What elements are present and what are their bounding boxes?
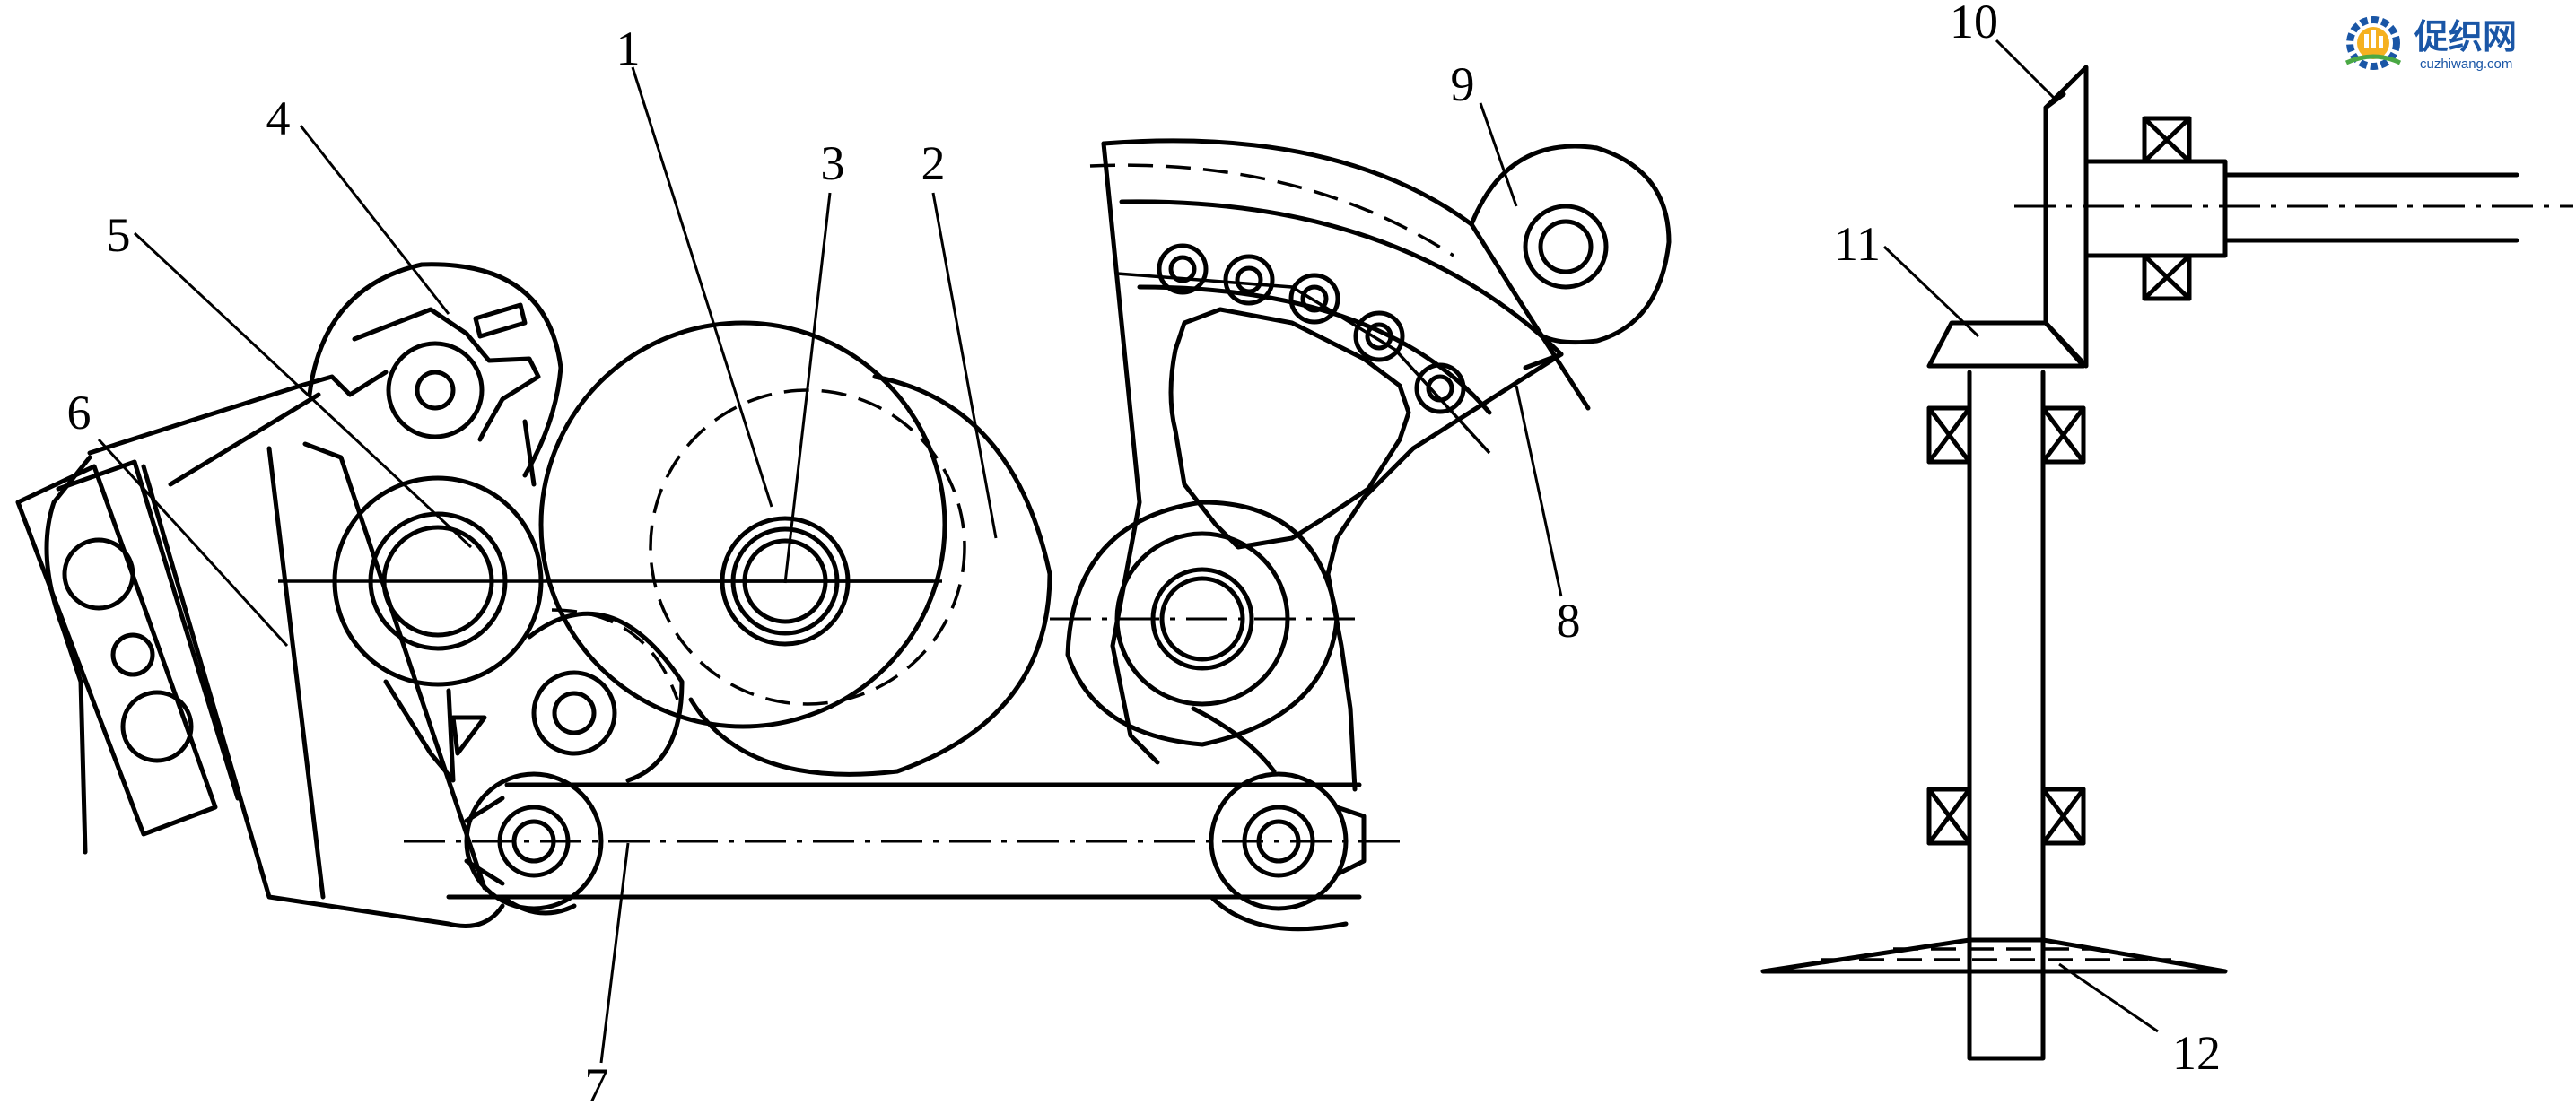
leader-lines bbox=[97, 39, 2159, 1064]
label-7: 7 bbox=[585, 1058, 609, 1105]
label-1: 1 bbox=[616, 22, 641, 75]
label-11: 11 bbox=[1834, 217, 1881, 271]
center-lines-left bbox=[278, 579, 1409, 843]
small-roller bbox=[527, 608, 685, 783]
label-8: 8 bbox=[1557, 594, 1581, 648]
label-9: 9 bbox=[1451, 57, 1475, 111]
drum-1 bbox=[538, 320, 1052, 777]
label-4: 4 bbox=[266, 91, 291, 145]
part-labels: 1 2 3 4 5 6 7 8 9 10 11 12 bbox=[67, 0, 2222, 1105]
label-2: 2 bbox=[921, 136, 946, 190]
shaft-assembly bbox=[1760, 65, 2573, 1061]
label-10: 10 bbox=[1950, 0, 1998, 48]
label-12: 12 bbox=[2172, 1026, 2221, 1080]
housing-left bbox=[15, 370, 505, 928]
roller-right bbox=[500, 500, 1349, 932]
label-5: 5 bbox=[107, 208, 131, 262]
roller-5 bbox=[332, 475, 544, 783]
watermark-logo: 促织网 cuzhiwang.com bbox=[2345, 16, 2517, 72]
gear-icon bbox=[2345, 16, 2402, 70]
roller-4 bbox=[307, 262, 563, 487]
label-3: 3 bbox=[821, 136, 845, 190]
watermark-site: cuzhiwang.com bbox=[2420, 57, 2512, 72]
watermark-brand: 促织网 bbox=[2414, 17, 2517, 57]
label-6: 6 bbox=[67, 386, 92, 439]
frame-right bbox=[1089, 138, 1672, 792]
